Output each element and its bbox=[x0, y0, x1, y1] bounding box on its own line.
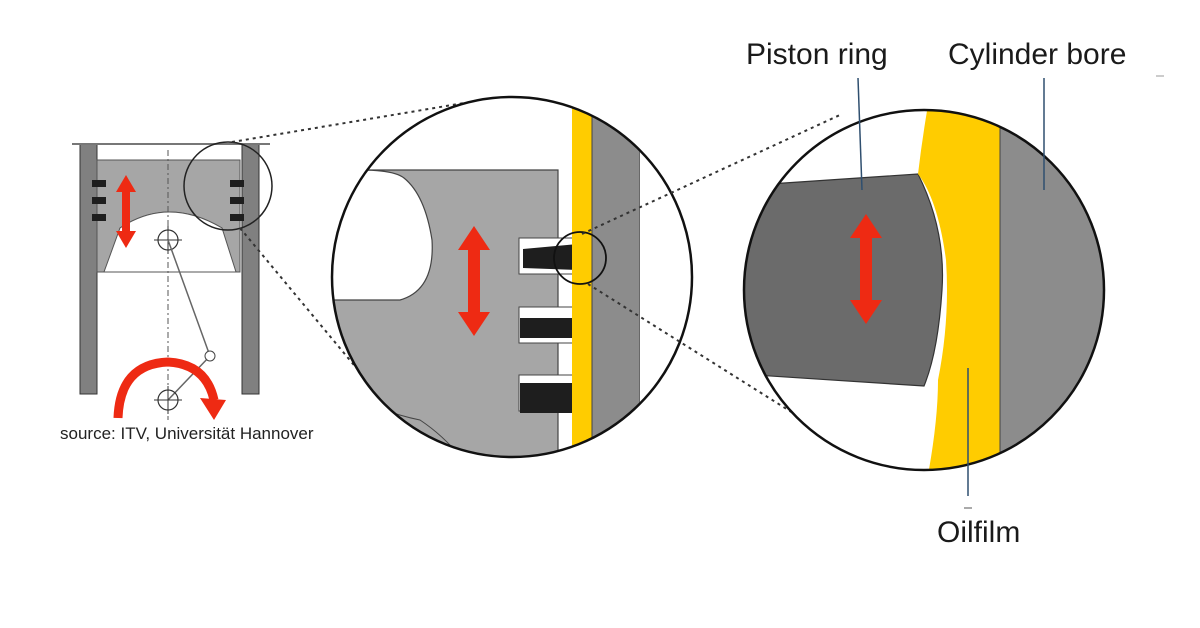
motion-arrow-small bbox=[116, 175, 136, 248]
zoom-circle-large bbox=[742, 108, 1106, 472]
oil-film bbox=[918, 110, 1000, 470]
ring-groove bbox=[230, 197, 244, 204]
ring-groove bbox=[92, 180, 106, 187]
label-piston-ring: Piston ring bbox=[746, 38, 888, 71]
ring-groove bbox=[92, 214, 106, 221]
piston-ring-top bbox=[523, 244, 578, 270]
oil-film-mid bbox=[572, 97, 592, 457]
piston-overview bbox=[72, 141, 273, 420]
ring-groove bbox=[230, 180, 244, 187]
zoom-circle-ring bbox=[553, 231, 607, 285]
connecting-rod bbox=[167, 239, 211, 357]
ring-groove bbox=[92, 197, 106, 204]
label-cylinder-bore: Cylinder bore bbox=[948, 38, 1127, 71]
leader-piston-ring bbox=[857, 77, 863, 191]
ring-groove bbox=[230, 214, 244, 221]
zoom-view-ring bbox=[744, 110, 1104, 470]
piston-ring-oil bbox=[520, 383, 580, 413]
cylinder-wall-right bbox=[241, 143, 260, 395]
motion-arrow-large bbox=[850, 214, 882, 324]
zoom-circle-mid bbox=[330, 95, 694, 459]
piston-ring-section bbox=[744, 173, 944, 387]
label-oilfilm: Oilfilm bbox=[937, 516, 1021, 549]
rotation-arrow bbox=[113, 357, 219, 419]
piston-section bbox=[332, 169, 559, 457]
zoom-view-piston bbox=[332, 97, 692, 457]
motion-arrow-mid bbox=[458, 226, 490, 336]
zoom-circle-small bbox=[183, 141, 273, 231]
cylinder-bore-mid bbox=[591, 97, 641, 457]
cylinder-bore bbox=[999, 110, 1104, 470]
piston-ring-second bbox=[520, 318, 580, 338]
source-caption: source: ITV, Universität Hannover bbox=[60, 424, 314, 443]
